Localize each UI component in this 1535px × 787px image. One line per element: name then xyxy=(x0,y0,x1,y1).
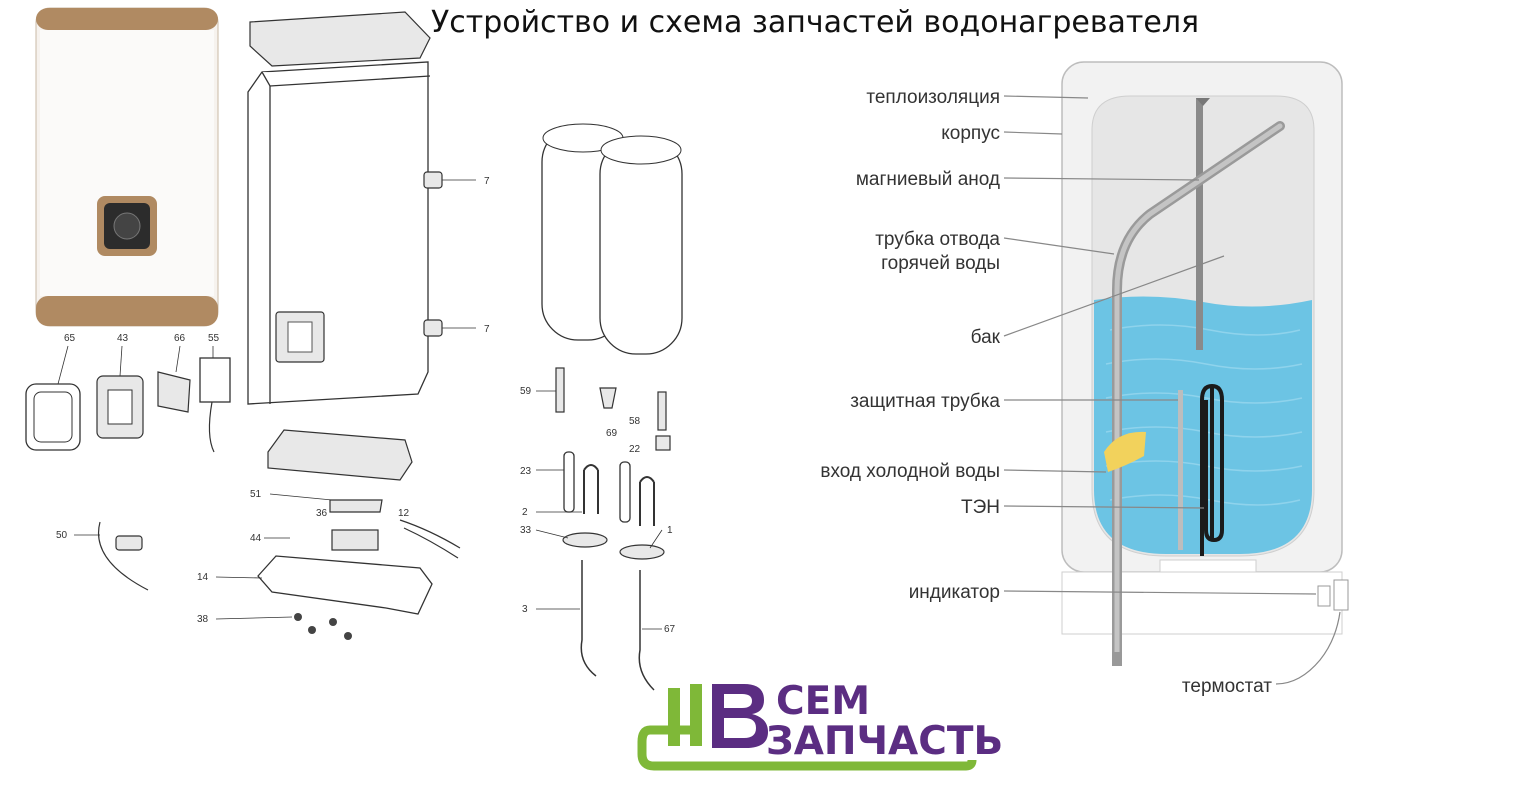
part-number-2: 2 xyxy=(522,507,528,518)
part-number-55: 55 xyxy=(208,333,220,344)
label-thermal-insulation: теплоизоляция xyxy=(866,87,1000,108)
part-number-3: 3 xyxy=(522,604,528,615)
part-number-33: 33 xyxy=(520,525,532,536)
part-number-7a: 7 xyxy=(484,176,490,187)
indicator-lamp xyxy=(1317,585,1331,607)
heater-schematic xyxy=(1061,61,1349,666)
magnesium-anode xyxy=(1196,98,1203,350)
label-thermostat: термостат xyxy=(1182,676,1272,697)
part-number-labels: 65 43 66 55 7 7 50 51 36 12 44 14 38 59 … xyxy=(56,176,676,635)
part-number-50: 50 xyxy=(56,530,68,541)
part-number-12: 12 xyxy=(398,508,410,519)
label-heating-element: ТЭН xyxy=(961,497,1000,518)
cold-water-inlet xyxy=(1104,431,1146,472)
protective-tube xyxy=(1178,390,1183,550)
part-number-14: 14 xyxy=(197,572,209,583)
logo-line-2: ЗАПЧАСТЬ xyxy=(766,719,1003,764)
part-number-22: 22 xyxy=(629,444,641,455)
label-indicator: индикатор xyxy=(909,582,1000,603)
label-body: корпус xyxy=(941,123,1000,144)
part-number-67: 67 xyxy=(664,624,676,635)
part-number-43: 43 xyxy=(117,333,129,344)
part-number-58: 58 xyxy=(629,416,641,427)
label-cold-water-inlet: вход холодной воды xyxy=(820,461,1000,482)
part-number-leaders xyxy=(57,345,663,630)
part-number-66: 66 xyxy=(174,333,186,344)
vsem-zapchast-logo: СЕМ ЗАПЧАСТЬ xyxy=(637,679,1003,771)
label-hot-water-pipe-line1: трубка отвода xyxy=(875,229,1000,250)
label-hot-water-pipe-line2: горячей воды xyxy=(881,253,1000,274)
label-protective-tube: защитная трубка xyxy=(850,391,1000,412)
thermostat-box xyxy=(1333,579,1349,611)
part-number-1: 1 xyxy=(667,525,673,536)
water-heater-photo xyxy=(35,7,219,327)
part-number-36: 36 xyxy=(316,508,328,519)
part-number-59: 59 xyxy=(520,386,532,397)
schematic-labels: теплоизоляция корпус магниевый анод труб… xyxy=(820,87,1272,697)
label-magnesium-anode: магниевый анод xyxy=(856,169,1000,190)
heating-element xyxy=(1200,383,1224,556)
part-number-23: 23 xyxy=(520,466,532,477)
part-number-44: 44 xyxy=(250,533,262,544)
part-number-65: 65 xyxy=(64,333,76,344)
exploded-view xyxy=(25,11,683,691)
logo-line-1: СЕМ xyxy=(776,679,870,724)
schematic-leaders xyxy=(1003,95,1341,685)
part-number-51: 51 xyxy=(250,489,262,500)
part-number-69: 69 xyxy=(606,428,618,439)
diagram-title: Устройство и схема запчастей водонагрева… xyxy=(431,5,1199,40)
part-number-38: 38 xyxy=(197,614,209,625)
part-number-7b: 7 xyxy=(484,324,490,335)
label-tank: бак xyxy=(971,327,1001,348)
